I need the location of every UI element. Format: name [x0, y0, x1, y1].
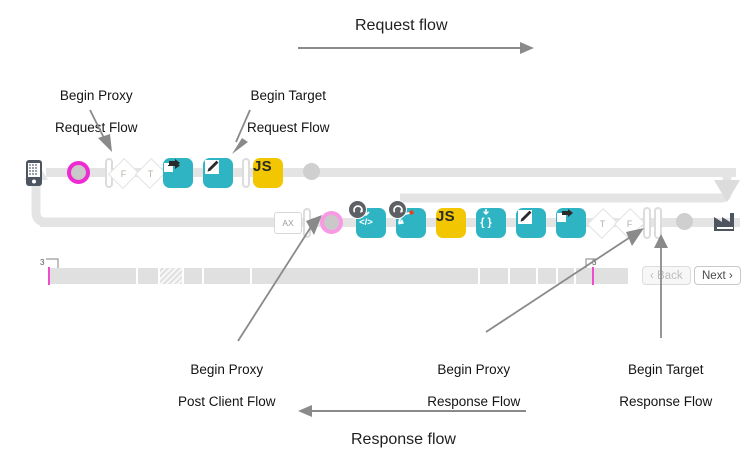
response-flow-title: Response flow [351, 431, 456, 448]
magenta-ring-icon [67, 161, 90, 184]
condition-true-diamond[interactable]: T [134, 157, 167, 190]
javascript-policy-response[interactable]: JS [436, 208, 466, 238]
timeline-scrubber[interactable] [48, 267, 628, 285]
begin-proxy-request-flow-label: Begin Proxy Request Flow [30, 72, 155, 136]
begin-proxy-post-client-flow-pointer [237, 215, 322, 342]
ax-analytics-box[interactable]: AX [274, 212, 302, 234]
timeline-segment[interactable] [510, 268, 536, 284]
annotation-line-2: Request Flow [54, 120, 138, 135]
svg-text:{ }: { } [480, 217, 492, 229]
timeline-tick-end [592, 267, 594, 285]
target-request-end-dot[interactable] [303, 163, 320, 180]
next-button[interactable]: Next › [694, 266, 741, 285]
timeline-segment[interactable] [138, 268, 158, 284]
js-label: JS [436, 208, 455, 225]
timeline-segment[interactable] [252, 268, 478, 284]
request-flow-arrow [298, 42, 534, 54]
diamond-label: T [147, 168, 154, 179]
begin-target-request-flow-pointer [232, 109, 251, 154]
timeline-segment[interactable] [184, 268, 202, 284]
pencil-icon [205, 160, 219, 174]
request-flow-title: Request flow [355, 17, 448, 34]
pill-icon [654, 207, 662, 239]
pill-icon [643, 207, 651, 239]
client-device-icon [24, 158, 44, 188]
begin-target-request-flow-label: Begin Target Request Flow [222, 72, 347, 136]
flow-callout-policy[interactable] [388, 200, 426, 238]
timeline-segment[interactable] [576, 268, 592, 284]
timeline-segment[interactable] [558, 268, 574, 284]
target-response-pill[interactable] [654, 207, 662, 239]
annotation-line-2: Request Flow [246, 120, 330, 135]
annotation-line-2: Response Flow [427, 394, 521, 409]
route-icon [557, 209, 573, 222]
annotation-line-1: Begin Proxy [59, 88, 133, 103]
begin-proxy-response-flow-pointer [485, 228, 644, 333]
target-request-pill[interactable] [242, 158, 250, 188]
timeline-start-marker: 3 [40, 258, 45, 267]
annotation-line-2: Response Flow [619, 394, 713, 409]
timeline-segment[interactable] [480, 268, 508, 284]
annotation-line-1: Begin Proxy [190, 362, 264, 377]
timeline-segment[interactable] [48, 268, 136, 284]
timeline-end-marker: 3 [592, 258, 597, 267]
timeline-segment[interactable] [204, 268, 250, 284]
begin-target-response-flow-pointer [654, 234, 668, 338]
timeline-segment-hatched[interactable] [160, 268, 182, 284]
extract-variables-policy[interactable]: </> [348, 200, 386, 238]
target-response-dot[interactable] [676, 213, 693, 230]
phone-icon [26, 160, 42, 186]
proxy-request-start-ring[interactable] [67, 161, 90, 184]
loop-icon [348, 200, 367, 219]
timeline-segment[interactable] [538, 268, 556, 284]
braces-icon: { } [480, 208, 493, 229]
grey-dot-icon [303, 163, 320, 180]
begin-proxy-request-flow-pointer [89, 109, 112, 152]
begin-proxy-response-flow-label: Begin Proxy Response Flow [405, 346, 535, 410]
back-button[interactable]: ‹ Back [642, 266, 691, 285]
post-client-ring[interactable] [320, 211, 343, 234]
svg-text:</>: </> [359, 217, 373, 228]
timeline-tick-start [48, 267, 50, 285]
ax-label: AX [274, 212, 302, 234]
factory-icon [714, 213, 734, 231]
loop-icon [388, 200, 407, 219]
timeline-start-bracket [46, 258, 59, 269]
proxy-response-pill[interactable] [643, 207, 651, 239]
pencil-icon [518, 210, 532, 224]
timeline-segment[interactable] [594, 268, 628, 284]
assign-message-policy-response[interactable] [516, 208, 546, 238]
pink-ring-icon [320, 211, 343, 234]
begin-target-response-flow-label: Begin Target Response Flow [597, 346, 727, 410]
condition-false-diamond[interactable]: F [107, 157, 140, 190]
annotation-line-1: Begin Target [627, 362, 704, 377]
javascript-policy-request[interactable]: JS [253, 158, 283, 188]
grey-dot-icon [676, 213, 693, 230]
diamond-label: F [120, 168, 127, 179]
annotation-line-2: Post Client Flow [177, 394, 276, 409]
assign-message-policy[interactable] [203, 158, 233, 188]
route-policy[interactable] [163, 158, 193, 188]
annotation-line-1: Begin Target [250, 88, 327, 103]
route-policy-response[interactable] [556, 208, 586, 238]
json-policy[interactable]: { } [476, 208, 506, 238]
route-icon [164, 159, 180, 172]
backend-target-icon [712, 210, 742, 232]
begin-proxy-post-client-flow-label: Begin Proxy Post Client Flow [158, 346, 288, 410]
annotation-line-1: Begin Proxy [437, 362, 511, 377]
js-label: JS [253, 158, 272, 175]
pill-icon [242, 158, 250, 188]
response-flow-arrow [298, 405, 526, 417]
